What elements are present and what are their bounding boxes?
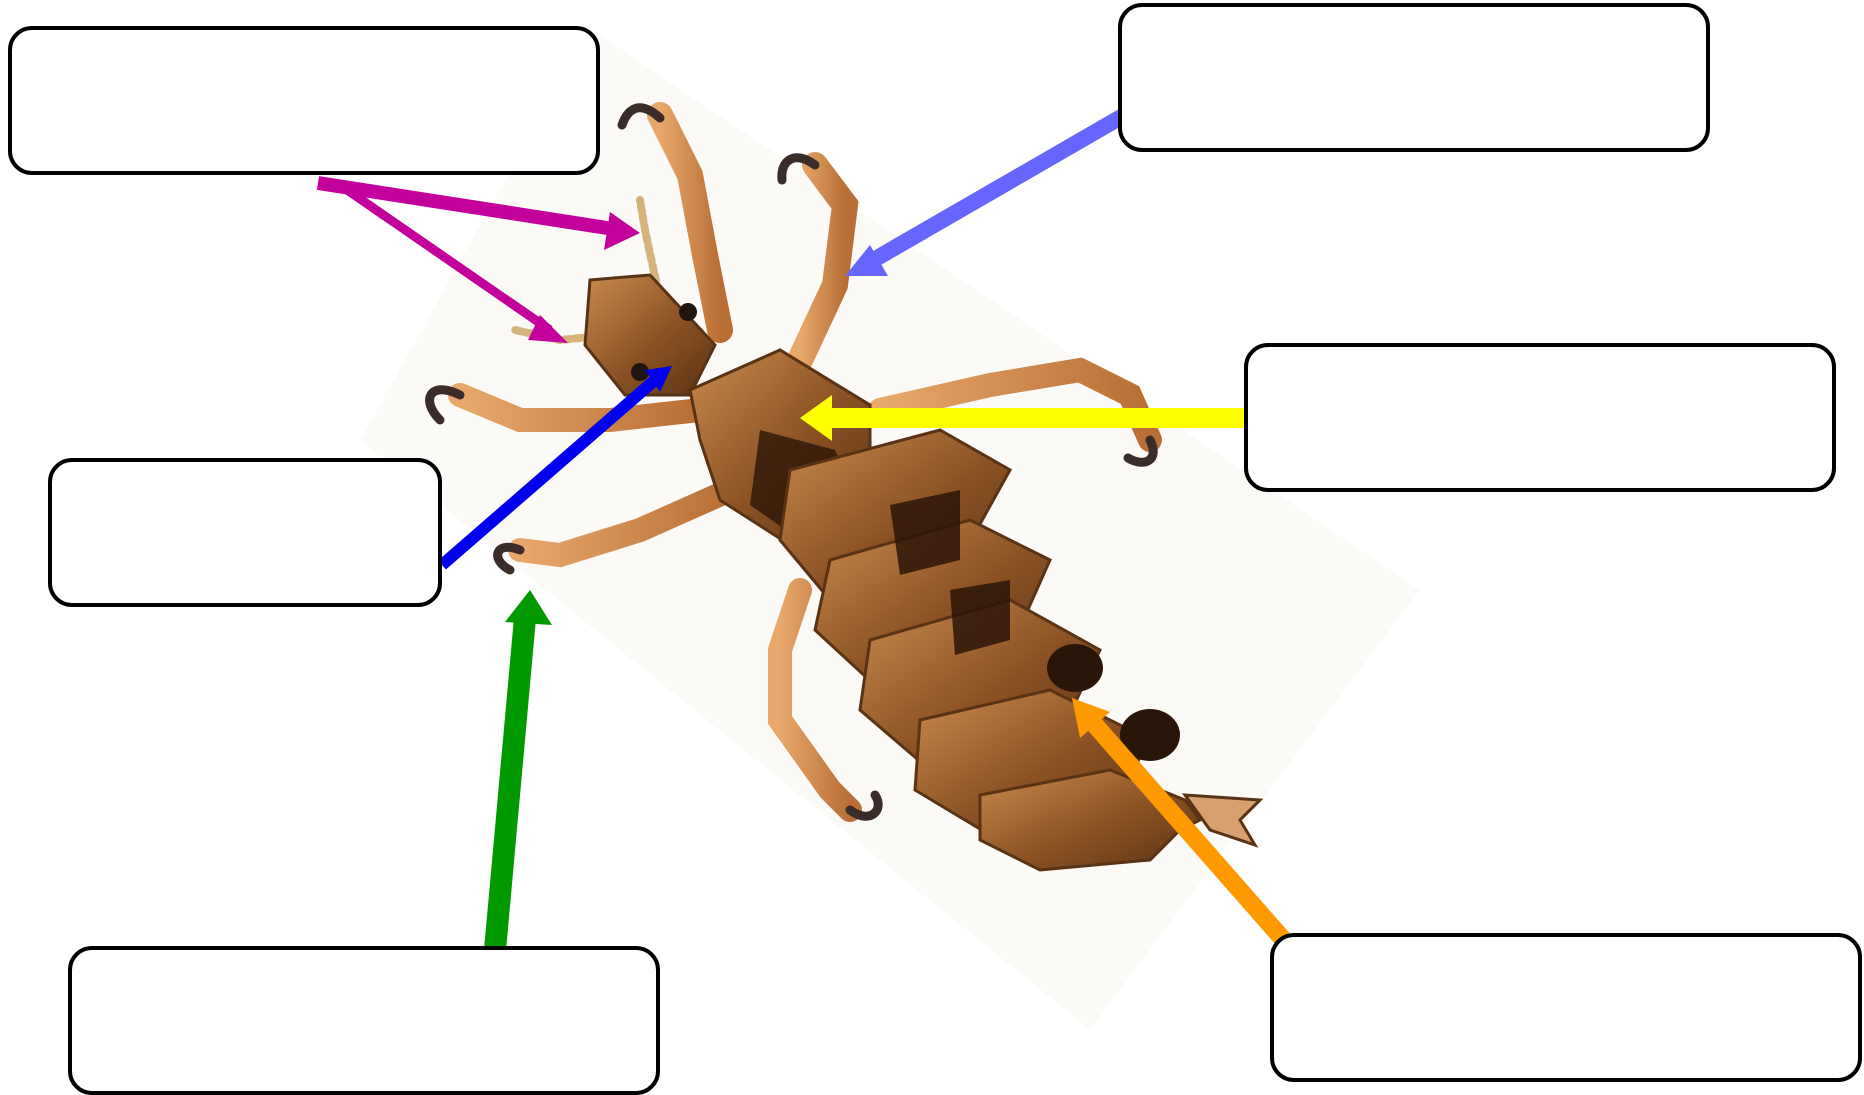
label-box-mid-right[interactable] <box>1246 345 1834 490</box>
label-box-top-left[interactable] <box>10 28 598 173</box>
label-box-bottom-right[interactable] <box>1272 935 1860 1080</box>
eye <box>631 363 649 381</box>
periwinkle-arrow <box>845 113 1128 276</box>
label-box-top-right[interactable] <box>1120 5 1708 150</box>
label-box-mid-left[interactable] <box>50 460 440 605</box>
label-box-bottom-left[interactable] <box>70 948 658 1093</box>
green-arrow <box>495 590 552 950</box>
eye <box>679 303 697 321</box>
